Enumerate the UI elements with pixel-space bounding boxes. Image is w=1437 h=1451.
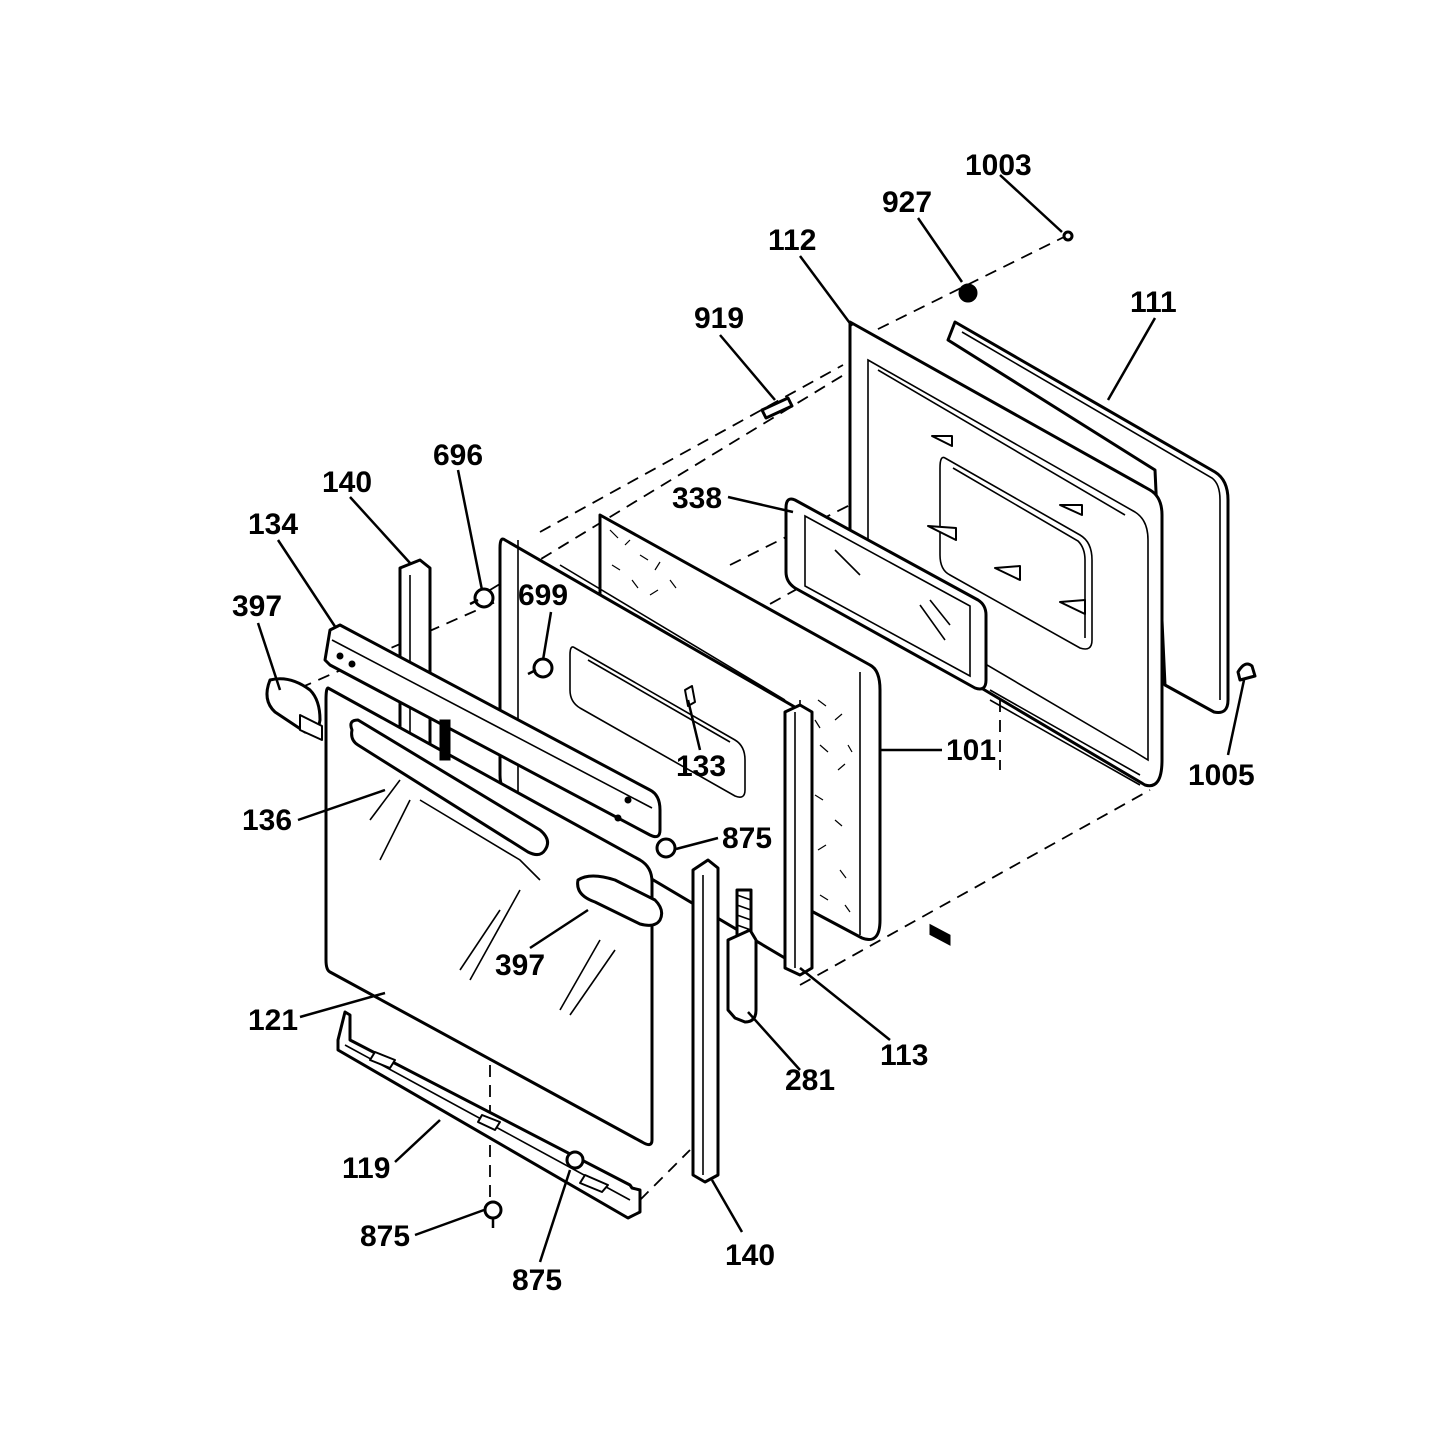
callout-397-left: 397 [232,590,282,623]
callout-397-right: 397 [495,949,545,982]
callout-134: 134 [248,508,298,541]
callout-136: 136 [242,804,292,837]
callout-140-bottom: 140 [725,1239,775,1272]
part-140-left-door-trim [398,558,432,754]
fasteners [469,230,1257,1228]
callout-875-upper: 875 [722,822,772,855]
callout-112: 112 [768,224,816,257]
part-119-bottom-trim [336,1010,642,1220]
washer-927 [958,283,978,303]
callout-1005: 1005 [1188,759,1255,792]
screw-875-bottom-left [483,1200,503,1228]
callout-919: 919 [694,302,744,335]
callout-1003: 1003 [965,149,1032,182]
callout-140-top: 140 [322,466,372,499]
leader-lines [256,174,1246,1263]
callout-113: 113 [880,1039,928,1072]
part-338-window-glass [784,497,988,691]
part-140-right-door-trim [691,858,720,1184]
part-134-vent-trim [323,623,662,839]
callout-875-bottom-right: 875 [512,1264,562,1297]
clip-1005 [1236,662,1257,682]
part-397-handle-end-cap-right [576,874,664,927]
part-111-door-liner [946,320,1230,714]
callout-labels: 1003 927 112 111 919 696 140 134 338 397… [232,149,1255,1297]
part-112-inner-door-panel [848,320,1164,946]
screw-696 [469,587,495,609]
callout-121: 121 [248,1004,298,1037]
callout-111: 111 [1130,286,1177,319]
screw-875-upper [655,837,677,859]
part-113-hinge-channel [783,703,814,977]
part-136-door-handle [349,718,550,857]
callout-875-bottom-left: 875 [360,1220,410,1253]
callout-281: 281 [785,1064,835,1097]
callout-119: 119 [342,1152,390,1185]
callout-927: 927 [882,186,932,219]
callout-338: 338 [672,482,722,515]
screw-1003 [1062,230,1074,242]
screw-875-bottom-right [565,1150,585,1170]
callout-101: 101 [946,734,996,767]
part-397-handle-end-cap-left [265,677,323,741]
pin-919 [760,396,794,420]
part-121-outer-door-panel [324,686,654,1147]
callout-696: 696 [433,439,483,472]
callout-133: 133 [676,750,726,783]
callout-699: 699 [518,579,568,612]
insulation-speckle [609,529,853,913]
